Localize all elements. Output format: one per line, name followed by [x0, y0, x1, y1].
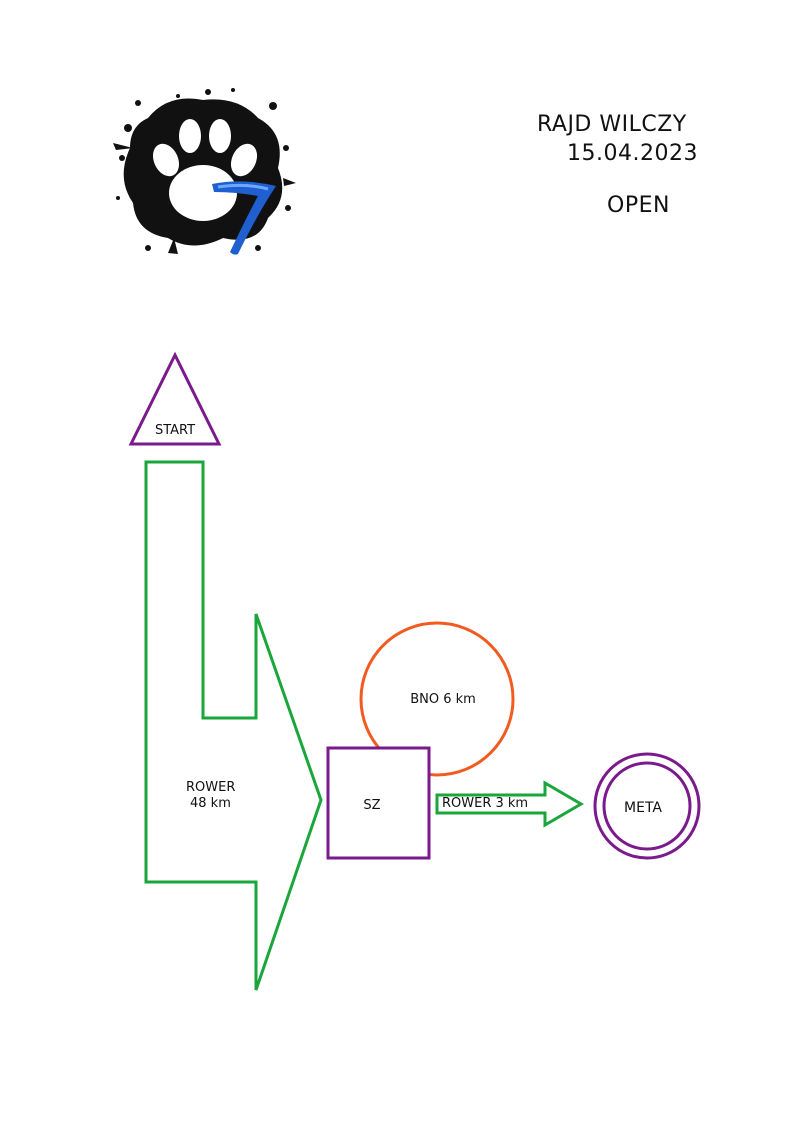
- bike-leg-2-label: ROWER 3 km: [442, 796, 528, 811]
- event-category: OPEN: [607, 193, 670, 218]
- finish-outer-circle: [593, 752, 701, 860]
- bno-loop-circle: [359, 621, 515, 777]
- event-date: 15.04.2023: [567, 141, 698, 166]
- bike-leg-arrow-1: [144, 460, 323, 991]
- start-label: START: [155, 423, 195, 438]
- transition-square: [326, 746, 431, 860]
- bno-loop-label: BNO 6 km: [410, 692, 476, 707]
- start-triangle: [128, 351, 222, 446]
- transition-label: SZ: [363, 798, 380, 813]
- finish-inner-circle: [602, 761, 692, 851]
- bike-leg-1-distance: 48 km: [190, 796, 231, 811]
- bike-leg-1-label: ROWER: [186, 780, 235, 795]
- finish-label: META: [624, 800, 662, 816]
- bike-leg-arrow-2: [435, 780, 584, 828]
- event-title: RAJD WILCZY: [537, 112, 687, 137]
- wolf-paw-logo-icon: [113, 88, 296, 255]
